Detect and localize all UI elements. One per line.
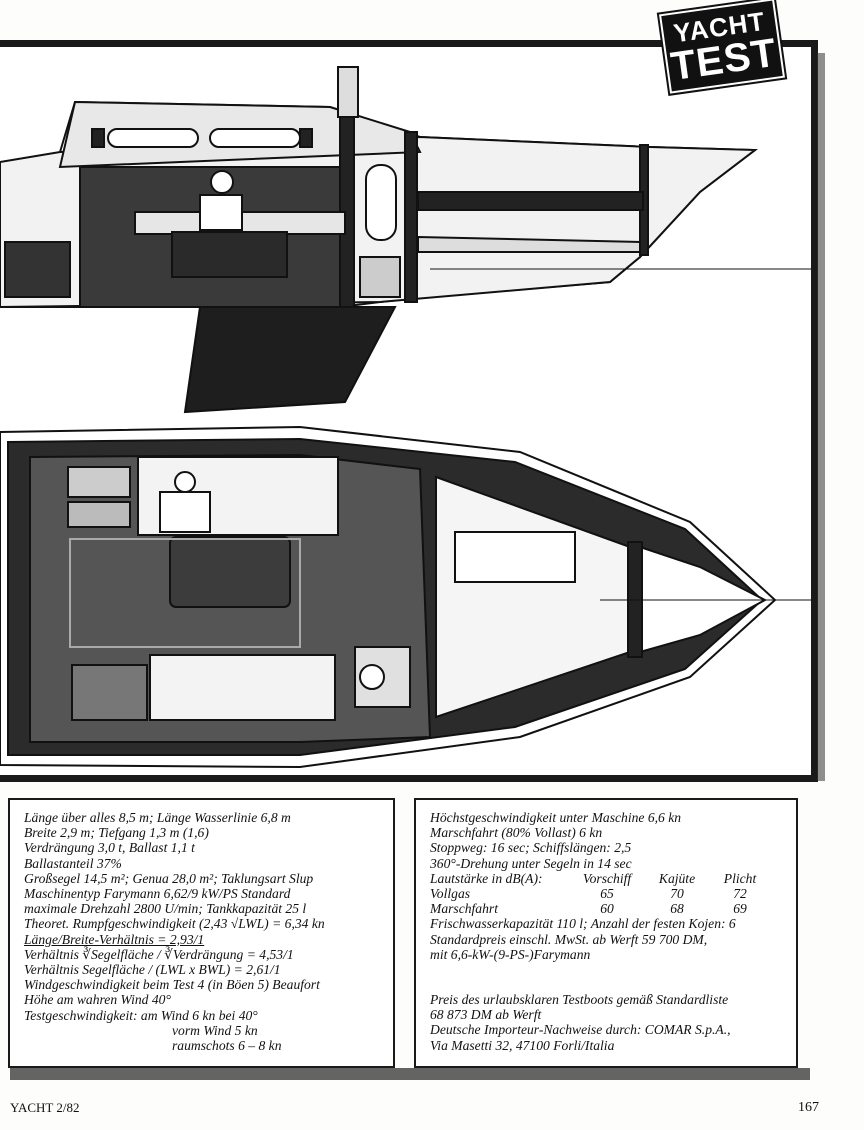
deck-plan-drawing: [0, 425, 811, 769]
technical-specs-box: Länge über alles 8,5 m; Länge Wasserlini…: [8, 798, 395, 1068]
noise-table-header: Lautstärke in dB(A): Vorschiff Kajüte Pl…: [430, 870, 757, 886]
spec-line: Verdrängung 3,0 t, Ballast 1,1 t: [24, 840, 195, 856]
spec-line: Testgeschwindigkeit: am Wind 6 kn bei 40…: [24, 1007, 258, 1023]
spec-line: Ballastanteil 37%: [24, 855, 122, 871]
divider: [10, 1068, 810, 1080]
magazine-issue: YACHT 2/82: [10, 1100, 80, 1115]
spec-line: Frischwasserkapazität 110 l; Anzahl der …: [430, 916, 736, 932]
spec-line: maximale Drehzahl 2800 U/min; Tankkapazi…: [24, 901, 307, 917]
spec-line: vorm Wind 5 kn: [172, 1022, 258, 1038]
spec-line: raumschots 6 – 8 kn: [172, 1038, 282, 1054]
spec-line: Höchstgeschwindigkeit unter Maschine 6,6…: [430, 810, 682, 825]
spec-line: Preis des urlaubsklaren Testboots gemäß …: [430, 992, 729, 1008]
spec-line: 68 873 DM ab Werft: [430, 1007, 542, 1023]
side-profile-drawing: [0, 66, 811, 414]
spec-line: Verhältnis ∛Segelfläche / ∛Verdrängung =…: [24, 946, 294, 962]
spec-line: 360°-Drehung unter Segeln in 14 sec: [430, 855, 632, 871]
spec-line: Marschfahrt (80% Vollast) 6 kn: [430, 825, 603, 841]
spec-line: Deutsche Importeur-Nachweise durch: COMA…: [430, 1022, 731, 1038]
noise-table-row: Vollgas 65 70 72: [430, 886, 747, 902]
spec-line: Windgeschwindigkeit beim Test 4 (in Böen…: [24, 977, 320, 993]
spec-line: mit 6,6-kW-(9-PS-)Farymann: [430, 946, 591, 962]
page-number: 167: [798, 1100, 819, 1115]
spec-line: Via Masetti 32, 47100 Forli/Italia: [430, 1037, 615, 1053]
yacht-test-logo: YACHT TEST: [658, 0, 786, 94]
spec-line: Großsegel 14,5 m²; Genua 28,0 m²; Taklun…: [24, 870, 314, 886]
spec-line: Verhältnis Segelfläche / (LWL x BWL) = 2…: [24, 962, 281, 978]
spec-line: Breite 2,9 m; Tiefgang 1,3 m (1,6): [24, 825, 209, 841]
yacht-interior-illustration: [0, 66, 811, 769]
noise-table-row: Marschfahrt 60 68 69: [430, 901, 747, 917]
spec-line: Maschinentyp Farymann 6,62/9 kW/PS Stand…: [24, 886, 291, 902]
spec-line: Länge über alles 8,5 m; Länge Wasserlini…: [24, 810, 291, 825]
spec-line: Theoret. Rumpfgeschwindigkeit (2,43 √LWL…: [24, 916, 325, 932]
spec-line: Länge/Breite-Verhältnis = 2,93/1: [24, 931, 205, 947]
spec-line: Stoppweg: 16 sec; Schiffslängen: 2,5: [430, 840, 632, 856]
spec-line: Standardpreis einschl. MwSt. ab Werft 59…: [430, 931, 708, 947]
performance-specs-box: Höchstgeschwindigkeit unter Maschine 6,6…: [414, 798, 798, 1068]
spec-line: Höhe am wahren Wind 40°: [24, 992, 171, 1008]
